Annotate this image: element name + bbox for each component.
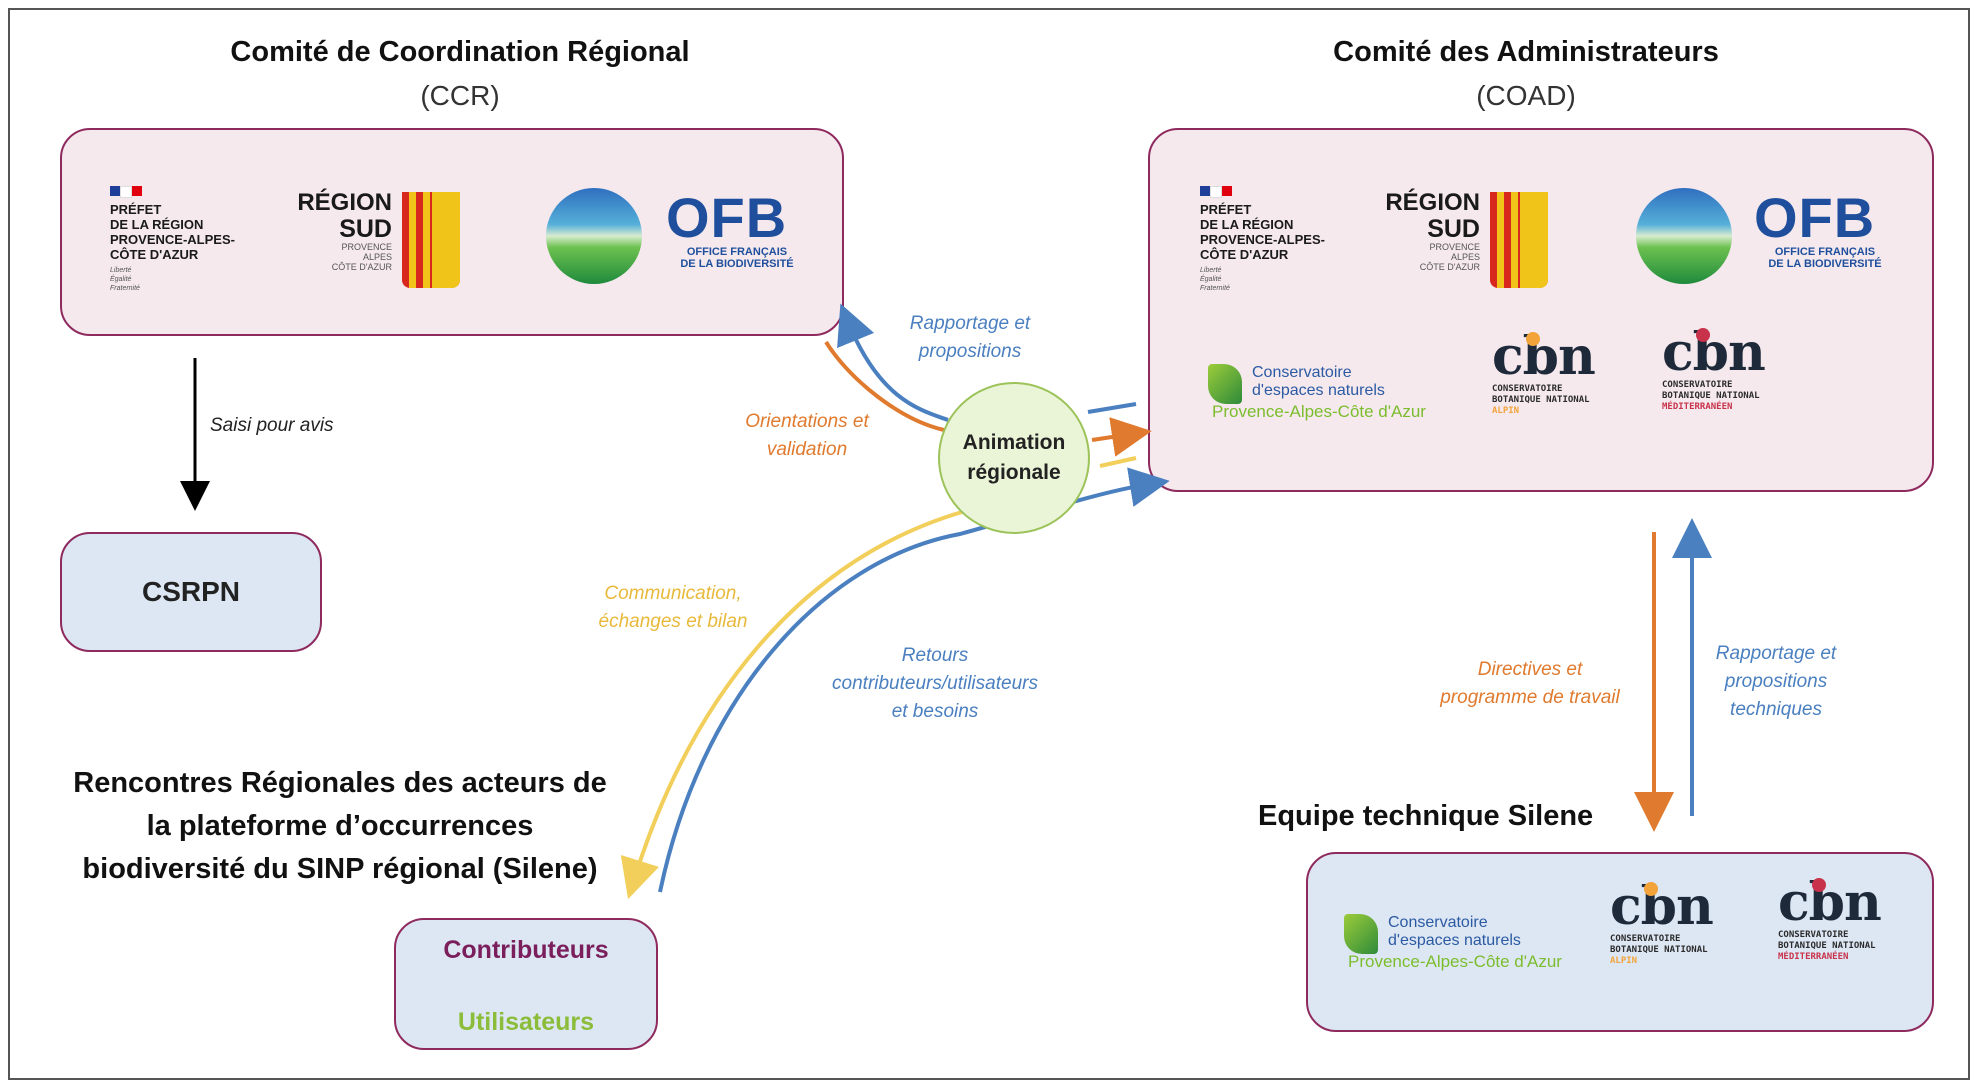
region-shield-icon — [402, 192, 460, 288]
equipe-box: Conservatoire d'espaces naturels Provenc… — [1306, 852, 1934, 1032]
ofb-globe-icon — [1636, 188, 1732, 284]
ccr-title: Comité de Coordination Régional — [230, 36, 690, 68]
ccr-box: PRÉFET DE LA RÉGION PROVENCE-ALPES- CÔTE… — [60, 128, 844, 336]
cen-paca-logo: Conservatoire d'espaces naturels Provenc… — [1208, 364, 1458, 428]
ofb-logo: OFB OFFICE FRANÇAIS DE LA BIODIVERSITÉ — [666, 186, 794, 271]
arrow-communication — [620, 510, 963, 900]
coad-title: Comité des Administrateurs — [1333, 36, 1719, 68]
label-saisi: Saisi pour avis — [210, 415, 334, 436]
rencontres-title: Rencontres Régionales des acteurs de la … — [73, 767, 607, 885]
arrow-orientations — [824, 340, 945, 432]
utilisateurs-label: Utilisateurs — [457, 1008, 595, 1036]
cen-paca-logo: Conservatoire d'espaces naturels Provenc… — [1344, 914, 1594, 978]
ofb-logo: OFB OFFICE FRANÇAIS DE LA BIODIVERSITÉ — [1754, 186, 1882, 271]
cen-leaf-icon — [1208, 364, 1242, 404]
csrpn-label: CSRPN — [141, 576, 240, 607]
cbn-med-logo: cbn CONSERVATOIRE BOTANIQUE NATIONAL MÉD… — [1778, 872, 1882, 963]
region-sud-logo: RÉGION SUD PROVENCE ALPES CÔTE D'AZUR — [297, 189, 392, 273]
cbn-alpin-logo: cbn CONSERVATOIRE BOTANIQUE NATIONAL ALP… — [1610, 876, 1714, 967]
contributeurs-label: Contributeurs — [443, 936, 609, 964]
arrow-rapportage-ccr — [837, 303, 949, 422]
coad-abbr: (COAD) — [1476, 80, 1576, 111]
cbn-med-logo: cbn CONSERVATOIRE BOTANIQUE NATIONAL MÉD… — [1662, 322, 1766, 413]
region-sud-logo: RÉGION SUD PROVENCE ALPES CÔTE D'AZUR — [1385, 189, 1480, 273]
arrow-communication-coad — [1099, 456, 1137, 468]
csrpn-box: CSRPN — [60, 532, 322, 652]
arrow-retours — [658, 467, 1170, 893]
coad-box: PRÉFET DE LA RÉGION PROVENCE-ALPES- CÔTE… — [1148, 128, 1934, 492]
users-box: Contributeurs Utilisateurs — [394, 918, 658, 1050]
arrow-rapportage-coad — [1087, 402, 1137, 414]
label-communication: Communication,échanges et bilan — [598, 583, 748, 632]
ccr-abbr: (CCR) — [420, 80, 500, 111]
region-shield-icon — [1490, 192, 1548, 288]
ofb-globe-icon — [546, 188, 642, 284]
prefet-logo: PRÉFET DE LA RÉGION PROVENCE-ALPES- CÔTE… — [1200, 186, 1325, 293]
equipe-title: Equipe technique Silene — [1258, 800, 1594, 832]
prefet-logo: PRÉFET DE LA RÉGION PROVENCE-ALPES- CÔTE… — [110, 186, 235, 293]
arrow-orientations-coad — [1091, 417, 1152, 457]
cen-leaf-icon — [1344, 914, 1378, 954]
cbn-alpin-logo: cbn CONSERVATOIRE BOTANIQUE NATIONAL ALP… — [1492, 326, 1596, 417]
